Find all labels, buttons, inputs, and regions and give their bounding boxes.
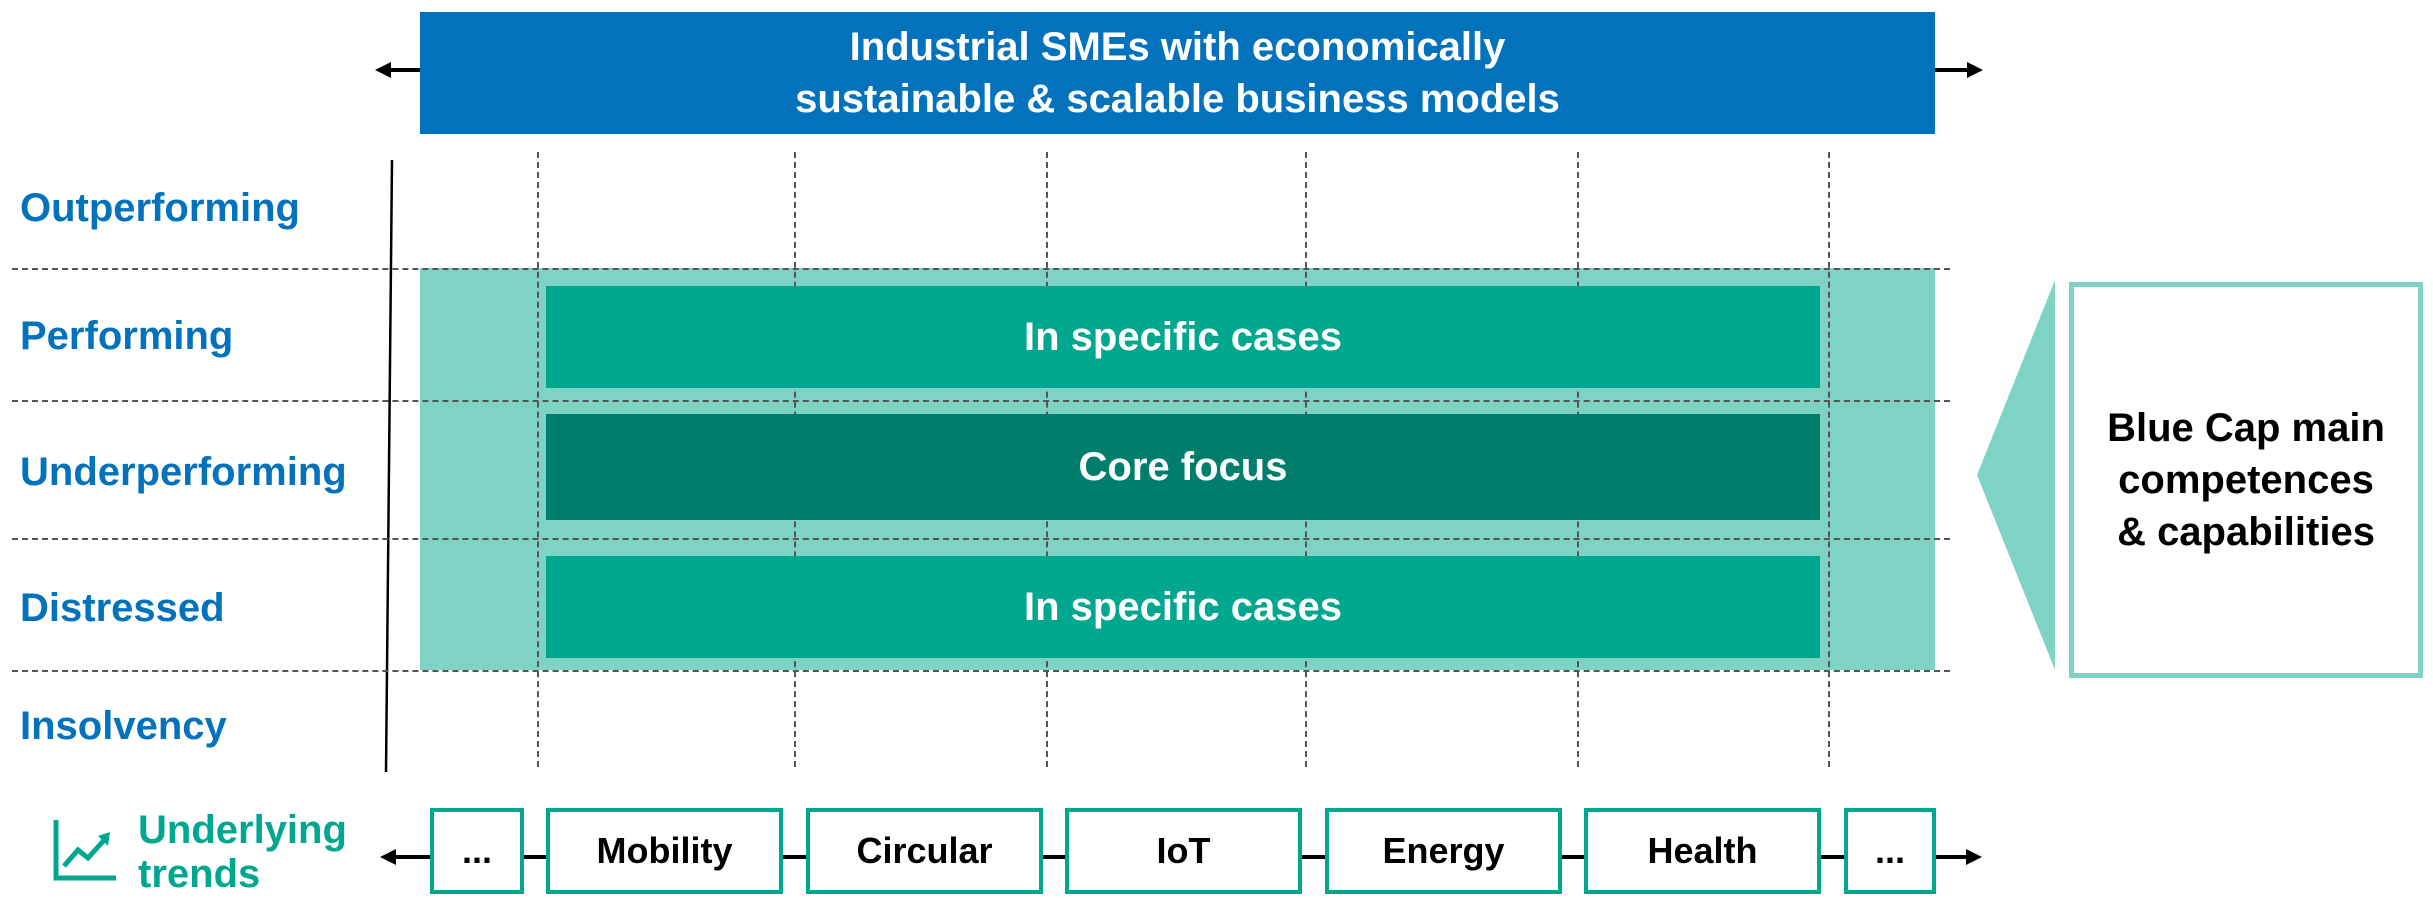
row-label-insolvency: Insolvency — [20, 704, 227, 748]
trends-label-line-1: Underlying — [138, 808, 347, 852]
column-divider — [1828, 152, 1830, 767]
row-label-underperforming: Underperforming — [20, 450, 347, 494]
trend-item-circular: Circular — [806, 808, 1043, 894]
trend-item-health: Health — [1584, 808, 1821, 894]
row-divider — [12, 670, 1950, 672]
trend-item-label: ... — [461, 830, 492, 871]
column-divider — [537, 152, 539, 767]
trend-item-energy: Energy — [1325, 808, 1562, 894]
trend-item-label: Circular — [856, 830, 993, 871]
focus-box-label: In specific cases — [1024, 314, 1342, 359]
core-focus-box: Core focus — [546, 414, 1820, 520]
trend-item-more: ... — [1844, 808, 1936, 894]
capabilities-line-1: Blue Cap main — [2107, 406, 2385, 450]
trend-item-mobility: Mobility — [546, 808, 783, 894]
trends-label-line-2: trends — [138, 852, 261, 896]
vertical-axis — [384, 159, 394, 773]
row-divider — [12, 538, 1950, 540]
capabilities-pointer — [1977, 280, 2055, 670]
row-label-performing: Performing — [20, 314, 234, 358]
header-banner: Industrial SMEs with economically sustai… — [420, 12, 1935, 134]
trend-item-label: ... — [1874, 830, 1905, 871]
trend-item-label: Energy — [1382, 830, 1505, 871]
row-label-distressed: Distressed — [20, 586, 225, 630]
row-divider — [12, 268, 1950, 270]
trend-item-more: ... — [430, 808, 524, 894]
capabilities-line-2: competences — [2118, 458, 2374, 502]
trend-item-label: Mobility — [596, 830, 733, 871]
capabilities-line-3: & capabilities — [2117, 510, 2375, 554]
header-arrows — [375, 62, 1983, 78]
trends-label: Underlying trends — [138, 808, 347, 896]
row-label-outperforming: Outperforming — [20, 186, 300, 230]
focus-box-distressed: In specific cases — [546, 556, 1820, 658]
trend-item-label: Health — [1647, 830, 1758, 871]
core-focus-label: Core focus — [1078, 444, 1288, 489]
trend-item-iot: IoT — [1065, 808, 1302, 894]
focus-box-performing: In specific cases — [546, 286, 1820, 388]
trending-up-chart-icon — [53, 820, 116, 881]
header-line-2: sustainable & scalable business models — [795, 77, 1560, 121]
trend-item-label: IoT — [1156, 830, 1211, 871]
header-line-1: Industrial SMEs with economically — [849, 25, 1506, 69]
capabilities-box: Blue Cap main competences & capabilities — [2069, 282, 2423, 678]
row-divider — [12, 400, 1950, 402]
focus-box-label: In specific cases — [1024, 584, 1342, 629]
